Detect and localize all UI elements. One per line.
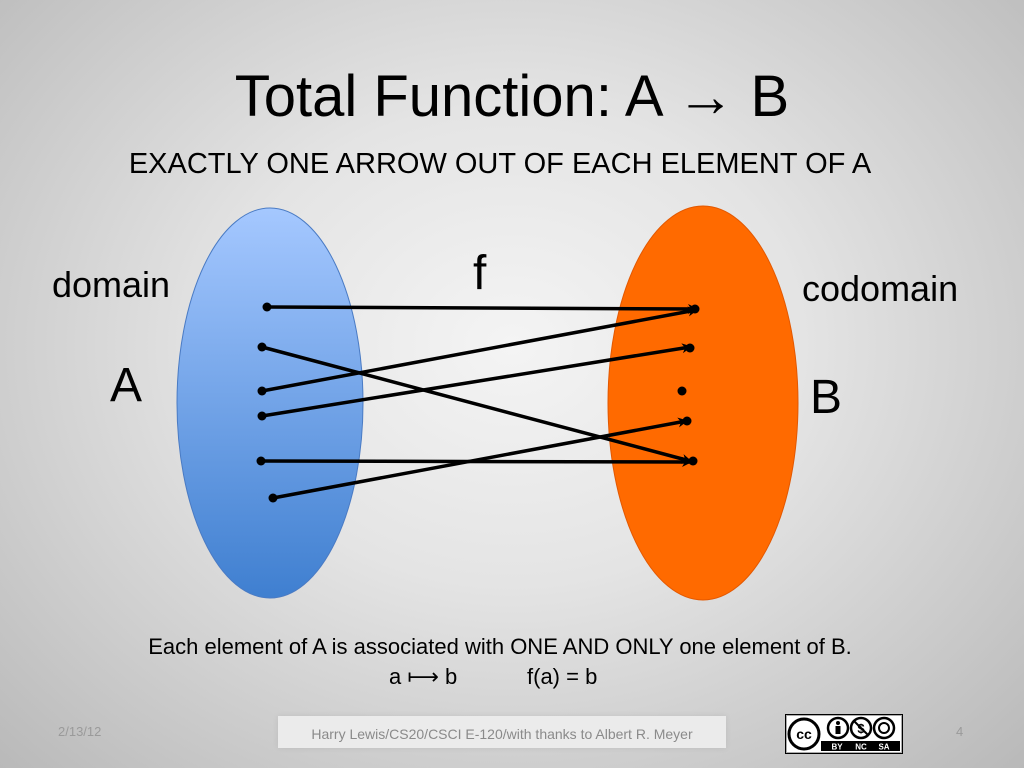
caption-equation: f(a) = b (527, 664, 598, 689)
slide-subtitle: EXACTLY ONE ARROW OUT OF EACH ELEMENT OF… (128, 148, 872, 180)
page-number: 4 (956, 724, 964, 739)
caption-mapsto: a ⟼ b (389, 664, 458, 689)
cc-by: BY (831, 743, 843, 752)
set-a-label: A (110, 359, 143, 412)
codomain-label: codomain (802, 268, 959, 309)
arrow (266, 303, 698, 314)
arrow (261, 343, 692, 418)
slide-title: Total Function: A → B (234, 64, 790, 129)
footer-date: 2/13/12 (58, 724, 102, 739)
codomain-set-b (607, 205, 799, 601)
set-b-label: B (810, 371, 843, 424)
codomain-element (677, 386, 687, 396)
creative-commons-license-icon[interactable]: cc $ BY NC SA (785, 714, 903, 754)
arrow (272, 417, 688, 500)
arrow (261, 345, 692, 464)
cc-text: cc (796, 726, 812, 742)
footer-credit: Harry Lewis/CS20/CSCI E-120/with thanks … (278, 716, 726, 748)
arrow (261, 306, 698, 393)
function-label: f (473, 247, 487, 300)
caption-line1: Each element of A is associated with ONE… (148, 634, 852, 659)
cc-sa: SA (878, 743, 889, 752)
domain-label: domain (52, 264, 171, 305)
cc-nc: NC (855, 743, 867, 752)
function-arrows (260, 303, 698, 500)
